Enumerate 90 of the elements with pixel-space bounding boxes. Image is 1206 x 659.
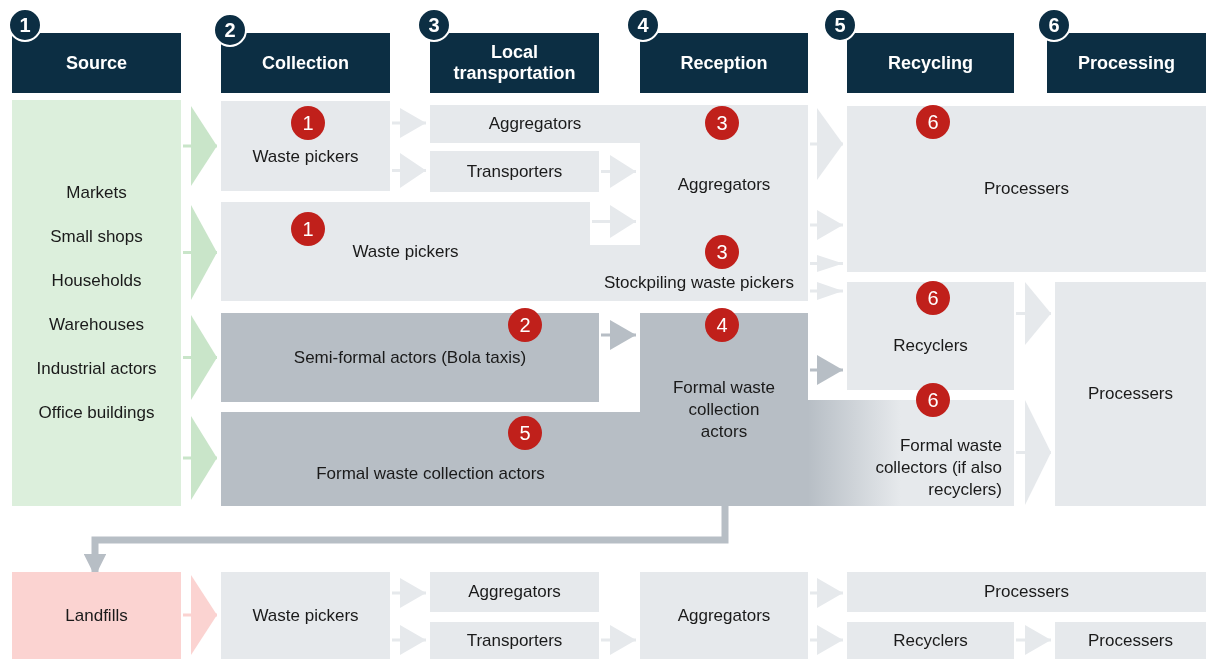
box-label: Stockpiling waste pickers: [604, 272, 794, 294]
box-label: Landfills: [65, 604, 128, 627]
actor-box: [221, 202, 590, 301]
box-label: Small shops: [50, 226, 143, 248]
chevron-arrow: [392, 578, 426, 608]
stage-title: Recycling: [887, 52, 973, 74]
box-label: Formal waste collectors (if also recyclers): [874, 435, 1002, 501]
actor-box: [430, 572, 599, 612]
number-badge: 4: [626, 8, 660, 42]
box-label: Formal waste collection actors: [672, 376, 776, 443]
chevron-arrow: [183, 106, 217, 186]
number-badge: 1: [291, 212, 325, 246]
box-label: Processers: [984, 581, 1069, 603]
box-label: Aggregators: [677, 604, 771, 627]
actor-box: [221, 412, 640, 506]
chevron-arrow: [392, 153, 426, 188]
number-badge: 5: [823, 8, 857, 42]
source-box: [12, 100, 181, 506]
number-badge: 3: [705, 106, 739, 140]
chevron-arrow: [601, 320, 636, 350]
box-label: Transporters: [466, 629, 563, 652]
chevron-arrow: [592, 205, 636, 238]
actor-box: [221, 101, 390, 191]
number-badge: 6: [916, 105, 950, 139]
stage-title: Local transportation: [452, 42, 577, 84]
actor-box: [640, 572, 808, 659]
actor-box: [1055, 282, 1206, 506]
landfill-box: [12, 572, 181, 659]
number-badge: 1: [291, 106, 325, 140]
box-label: Aggregators: [677, 174, 771, 196]
box-label: Waste pickers: [352, 240, 459, 263]
chevron-arrow: [810, 578, 843, 608]
chevron-arrow: [601, 625, 636, 655]
chevron-arrow: [1016, 625, 1051, 655]
number-badge: 1: [8, 8, 42, 42]
box-label: Warehouses: [49, 314, 144, 336]
actor-box: [847, 282, 1014, 390]
chevron-arrow: [810, 282, 843, 300]
stage-title: Source: [66, 52, 127, 74]
chevron-arrow: [183, 205, 217, 300]
stage-title: Reception: [680, 52, 768, 74]
box-label: Aggregators: [488, 113, 582, 135]
chevron-arrow: [810, 108, 843, 180]
chevron-arrow: [183, 416, 217, 500]
actor-box: [847, 572, 1206, 612]
number-badge: 4: [705, 308, 739, 342]
chevron-arrow: [392, 108, 426, 138]
actor-box: [430, 151, 599, 192]
box-label: Waste pickers: [252, 146, 359, 168]
number-badge: 2: [213, 13, 247, 47]
box-label: Recyclers: [893, 335, 968, 357]
actor-box: [430, 105, 640, 143]
chevron-arrow: [810, 210, 843, 240]
stage-title: Processing: [1077, 52, 1175, 74]
chevron-arrow: [810, 255, 843, 272]
actor-box: [221, 572, 390, 659]
actor-box: [847, 622, 1014, 659]
chevron-arrow: [1016, 400, 1051, 505]
number-badge: 6: [1037, 8, 1071, 42]
number-badge: 6: [916, 281, 950, 315]
stage-title: Collection: [262, 52, 349, 74]
box-label: Formal waste collection actors: [316, 463, 545, 485]
box-label: Processers: [1088, 629, 1173, 652]
box-label: Markets: [66, 182, 127, 204]
number-badge: 6: [916, 383, 950, 417]
chevron-arrow: [1016, 282, 1051, 345]
box-label: Households: [51, 270, 142, 292]
chevron-arrow: [810, 625, 843, 655]
number-badge: 2: [508, 308, 542, 342]
actor-box: [1055, 622, 1206, 659]
chevron-arrow: [183, 575, 217, 655]
chevron-arrow: [183, 315, 217, 400]
box-label: Processers: [984, 178, 1069, 200]
number-badge: 5: [508, 416, 542, 450]
box-label: Recyclers: [893, 629, 968, 652]
number-badge: 3: [417, 8, 451, 42]
box-label: Aggregators: [468, 581, 561, 603]
box-label: Transporters: [466, 160, 563, 183]
actor-box: [430, 622, 599, 659]
chevron-arrow: [810, 355, 843, 385]
chevron-arrow: [392, 625, 426, 655]
box-label: Waste pickers: [252, 604, 359, 627]
chevron-arrow: [601, 155, 636, 188]
actor-box: [640, 105, 808, 245]
box-label: Semi-formal actors (Bola taxis): [293, 346, 527, 369]
box-label: Industrial actors: [36, 358, 157, 380]
box-label: Office buildings: [38, 402, 155, 424]
box-label: Processers: [1088, 383, 1173, 405]
actor-box: [847, 106, 1206, 272]
number-badge: 3: [705, 235, 739, 269]
